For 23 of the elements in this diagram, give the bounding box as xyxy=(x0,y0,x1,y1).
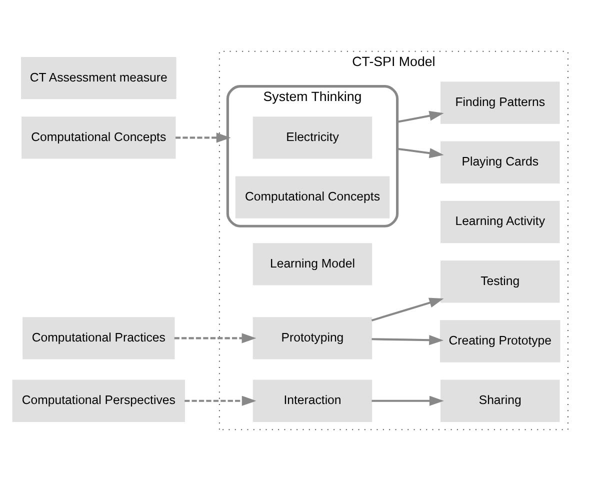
arrow xyxy=(372,396,444,406)
arrow xyxy=(397,110,444,123)
node-box: Finding Patterns xyxy=(440,82,560,124)
node-box: Computational Concepts xyxy=(235,176,390,218)
node-box: Sharing xyxy=(440,380,560,422)
node-box: Computational Practices xyxy=(22,317,175,360)
node-box: Creating Prototype xyxy=(440,320,560,362)
node-box: CT Assessment measure xyxy=(21,57,176,100)
arrow xyxy=(397,148,444,158)
node-box: Computational Concepts xyxy=(22,116,176,159)
arrow xyxy=(372,335,444,346)
arrow xyxy=(176,132,231,143)
arrow xyxy=(371,298,444,322)
node-box: Interaction xyxy=(252,380,372,422)
node-box: Learning Model xyxy=(252,243,372,286)
node-box: Computational Perspectives xyxy=(12,380,185,422)
arrow xyxy=(184,396,256,406)
node-box: Learning Activity xyxy=(440,200,560,244)
node-box: Prototyping xyxy=(252,317,372,360)
arrow xyxy=(174,333,256,344)
node-box: Playing Cards xyxy=(440,141,560,184)
node-box: Testing xyxy=(440,260,560,303)
node-box: Electricity xyxy=(252,116,372,159)
